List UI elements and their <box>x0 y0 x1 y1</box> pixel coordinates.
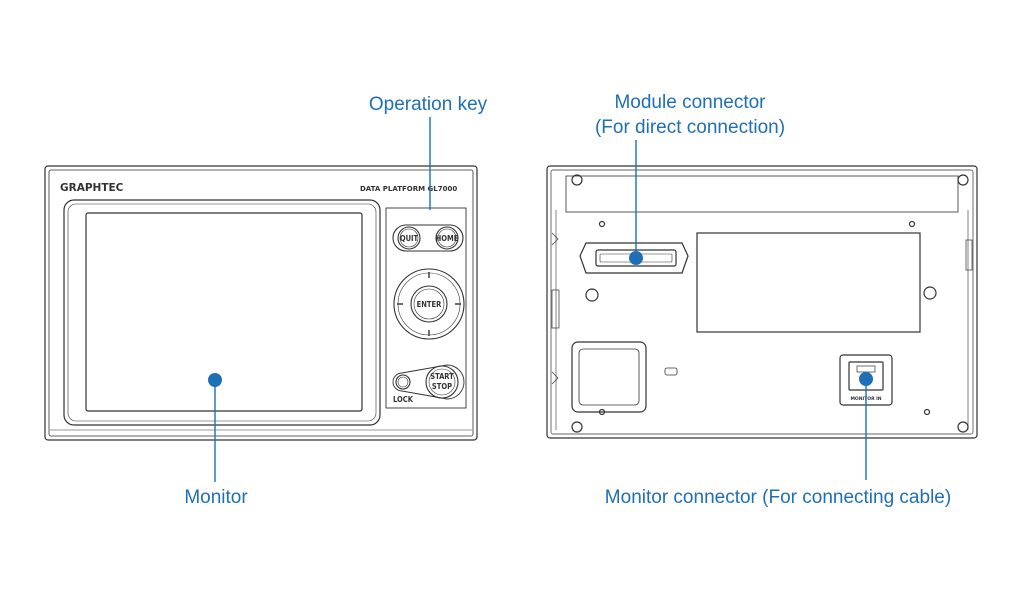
model-label: DATA PLATFORM GL7000 <box>360 185 457 193</box>
lock-button[interactable] <box>395 374 411 390</box>
left-notch-lower <box>551 371 559 385</box>
right-latch <box>965 239 973 271</box>
rear-label-area <box>696 232 921 333</box>
quit-label: QUIT <box>400 234 419 243</box>
direction-ring-outer[interactable] <box>393 268 465 340</box>
enter-button-ring <box>413 288 445 320</box>
left-latch <box>551 289 560 329</box>
monitor-screen <box>85 212 363 412</box>
rear-outer-frame <box>546 165 978 439</box>
home-button[interactable] <box>435 226 459 250</box>
guide-hole <box>923 286 937 300</box>
mount-hole <box>908 220 916 228</box>
square-port-frame <box>571 341 647 413</box>
start-stop-button[interactable] <box>425 365 459 399</box>
home-button-ring <box>437 228 457 248</box>
brand-logo: GRAPHTEC <box>60 182 124 194</box>
monitor-in-latch <box>856 365 876 373</box>
start-stop-keys <box>392 364 465 400</box>
lock-button-ring <box>397 376 409 388</box>
rear-panel <box>546 165 978 439</box>
screw-icon <box>957 421 969 433</box>
enter-button[interactable] <box>410 285 448 323</box>
module-connector-callout: Module connector <box>614 92 766 113</box>
quit-button[interactable] <box>397 226 421 250</box>
guide-hole <box>585 288 599 302</box>
stop-label: STOP <box>432 382 452 391</box>
monitor-marker <box>208 373 222 387</box>
square-port <box>578 348 640 406</box>
module-connector-housing <box>579 242 689 274</box>
monitor-callout: Monitor <box>184 487 248 508</box>
rear-top-rail <box>565 175 959 213</box>
module-connector-marker <box>629 251 643 265</box>
left-notch-upper <box>551 232 559 246</box>
callout-dots <box>208 251 873 387</box>
direction-pad <box>393 268 465 340</box>
mount-hole <box>598 220 606 228</box>
monitor-connector-marker <box>859 372 873 386</box>
start-stop-housing <box>392 364 465 400</box>
mount-hole <box>923 408 931 416</box>
indicator-slot <box>664 367 678 376</box>
module-connector-callout-sub: (For direct connection) <box>595 117 785 138</box>
quit-home-housing <box>392 224 464 252</box>
monitor-bezel <box>63 199 381 426</box>
quit-home-keys <box>392 224 464 252</box>
enter-label: ENTER <box>417 300 442 309</box>
screw-icon <box>957 174 969 186</box>
quit-button-ring <box>399 228 419 248</box>
operation-key-callout: Operation key <box>369 94 488 115</box>
front-outer-frame <box>44 165 478 441</box>
screw-icon <box>571 174 583 186</box>
rear-inner-frame <box>550 169 974 435</box>
front-panel <box>44 165 478 441</box>
front-inner-frame <box>48 169 474 437</box>
screw-icon <box>571 421 583 433</box>
start-stop-button-ring <box>428 368 456 396</box>
start-label: START <box>430 372 454 381</box>
callout-lines <box>214 117 867 482</box>
home-label: HOME <box>436 234 459 243</box>
lock-label: LOCK <box>393 395 414 404</box>
operation-key-panel <box>385 207 467 409</box>
monitor-connector-callout: Monitor connector (For connecting cable) <box>605 487 951 508</box>
monitor-bezel-inner <box>67 203 377 422</box>
